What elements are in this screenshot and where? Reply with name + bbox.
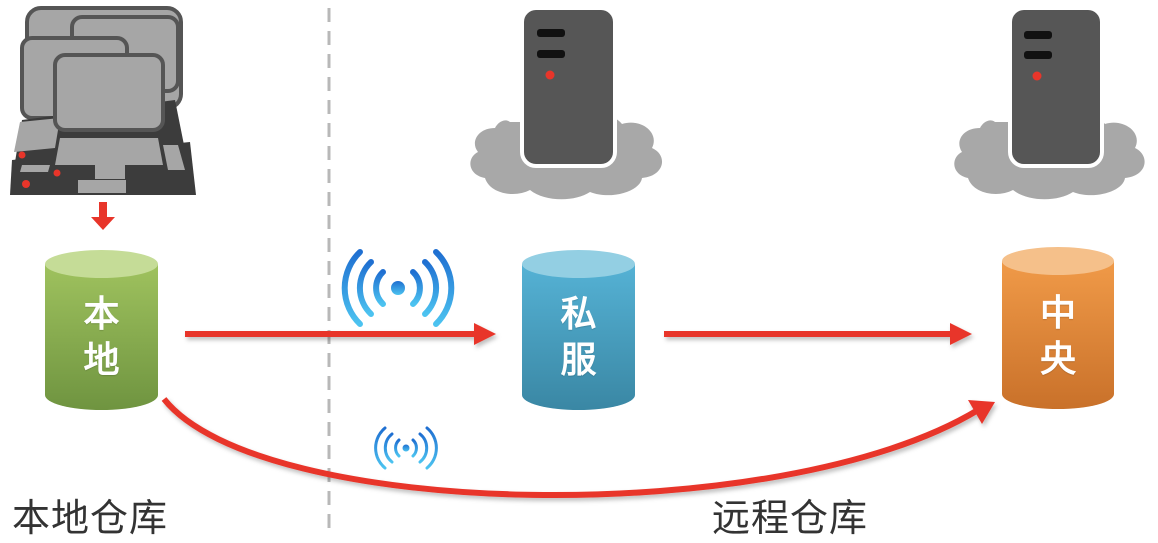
wireless-signal-icon-small [374,426,438,470]
node-label-line1: 本 [83,294,120,335]
database-icon [45,250,158,410]
repo-cylinder-local: 本 地 [45,248,158,411]
repo-cylinder-private: 私 服 [522,248,635,411]
node-label-line2: 央 [1039,339,1076,380]
database-icon [522,250,635,410]
central-server-icon [954,6,1145,200]
node-label-line1: 中 [1039,293,1076,334]
arrow-down-icon [91,202,115,230]
arrow-local-to-private [185,323,496,345]
private-server-icon [470,6,663,200]
arrow-local-to-central-curved [161,397,995,499]
node-label-line2: 地 [83,340,120,381]
section-label-remote: 远程仓库 [712,496,869,540]
section-label-local: 本地仓库 [12,496,169,540]
database-icon [1002,247,1114,409]
node-label-line2: 服 [560,340,597,381]
node-label-line1: 私 [560,294,597,335]
computers-icon [10,6,196,195]
wireless-signal-icon-large [341,249,455,327]
arrow-private-to-central [664,323,972,345]
repo-cylinder-central: 中 央 [1002,245,1114,410]
